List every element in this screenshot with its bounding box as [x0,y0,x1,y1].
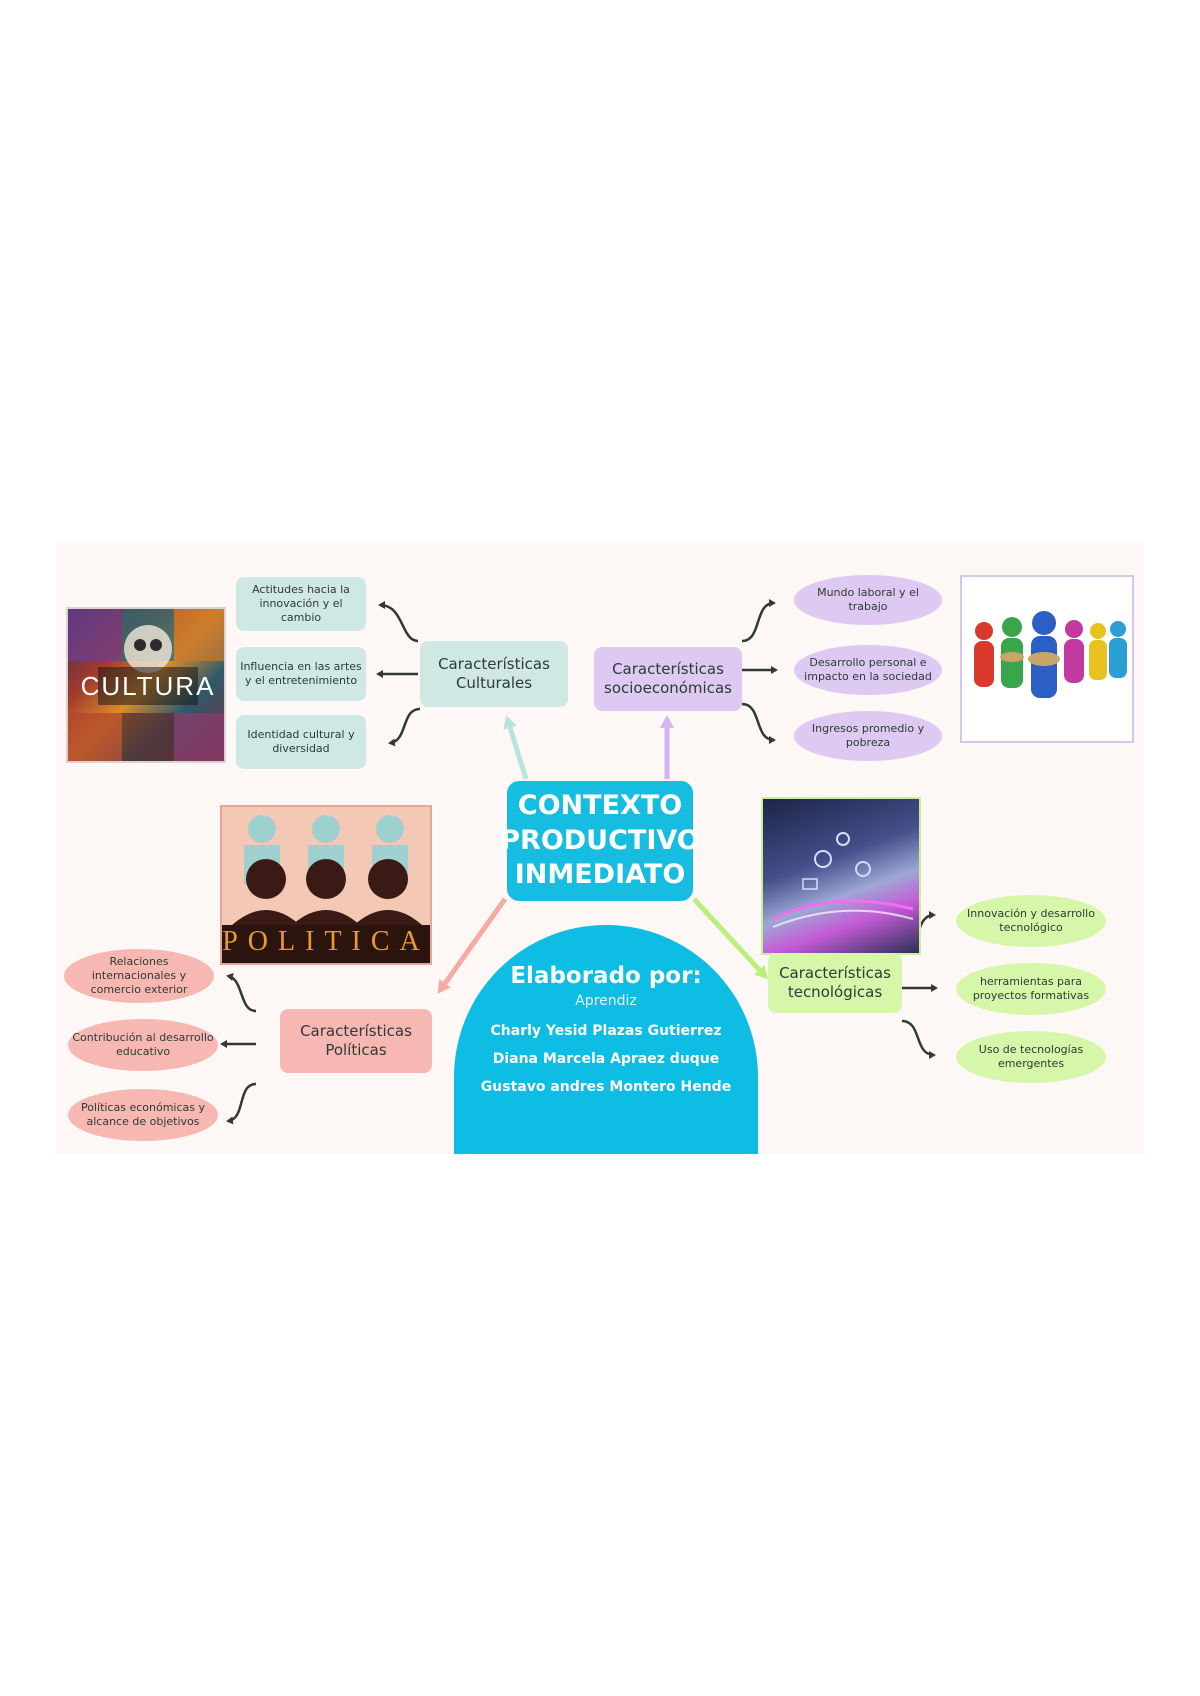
leaf-tecno-2[interactable]: herramientas para proyectos formativas [956,963,1106,1015]
central-topic-line-3: INMEDIATO [514,859,686,891]
credits-role: Aprendiz [575,993,637,1009]
leaf-socio-3[interactable]: Ingresos promedio y pobreza [794,711,942,761]
politica-image: POLITICA [220,805,432,965]
leaf-tecno-3[interactable]: Uso de tecnologías emergentes [956,1031,1106,1083]
leaf-cultural-2[interactable]: Influencia en las artes y el entretenimi… [236,647,366,701]
leaf-cultural-1[interactable]: Actitudes hacia la innovación y el cambi… [236,577,366,631]
credits-name-1: Charly Yesid Plazas Gutierrez [490,1023,722,1039]
connector-cultural-1 [378,601,419,643]
credits-name-2: Diana Marcela Apraez duque [492,1051,720,1067]
credits-panel: Elaborado por: Aprendiz Charly Yesid Pla… [454,925,758,1154]
category-tecno[interactable]: Características tecnológicas [768,953,902,1013]
politica-people-icon [222,807,430,963]
central-topic-line-1: CONTEXTO [517,790,683,822]
leaf-cultural-3[interactable]: Identidad cultural y diversidad [236,715,366,769]
mind-map-canvas: CULTURA Actitudes hacia la innovación y … [56,543,1144,1154]
connector-politica-1 [226,973,257,1013]
leaf-politica-1[interactable]: Relaciones internacionales y comercio ex… [64,949,214,1003]
politica-image-text: POLITICA [222,926,430,957]
central-topic-line-2: PRODUCTIVO [500,824,700,856]
connector-cultural-3 [388,707,421,747]
socio-people-image [960,575,1134,743]
arrow-to-cultural [503,715,529,780]
leaf-politica-2[interactable]: Contribución al desarrollo educativo [68,1019,218,1071]
leaf-socio-2[interactable]: Desarrollo personal e impacto en la soci… [794,645,942,695]
connector-politica-3 [226,1082,257,1125]
cultura-collage-image: CULTURA [66,607,226,763]
category-politica[interactable]: Características Políticas [280,1009,432,1073]
tecno-hand-digital-icon [772,832,914,928]
credits-heading: Elaborado por: [510,963,702,989]
arrow-to-tecno [692,897,769,980]
category-socio[interactable]: Características socioeconómicas [594,647,742,711]
connector-socio-3 [741,702,776,744]
connector-socio-1 [741,599,776,643]
leaf-socio-1[interactable]: Mundo laboral y el trabajo [794,575,942,625]
credits-name-3: Gustavo andres Montero Hende [480,1079,732,1095]
socio-people-figures-icon [974,611,1127,698]
connector-tecno-3 [901,1019,936,1059]
tecno-image [761,797,921,955]
leaf-politica-3[interactable]: Políticas económicas y alcance de objeti… [68,1089,218,1141]
category-cultural[interactable]: Características Culturales [420,641,568,707]
central-topic[interactable]: CONTEXTO PRODUCTIVO INMEDIATO [500,781,700,901]
leaf-tecno-1[interactable]: Innovación y desarrollo tecnológico [956,895,1106,947]
arrow-to-politica [437,897,508,994]
cultura-collage-icon [68,609,224,761]
cultura-image-text: CULTURA [80,671,216,701]
